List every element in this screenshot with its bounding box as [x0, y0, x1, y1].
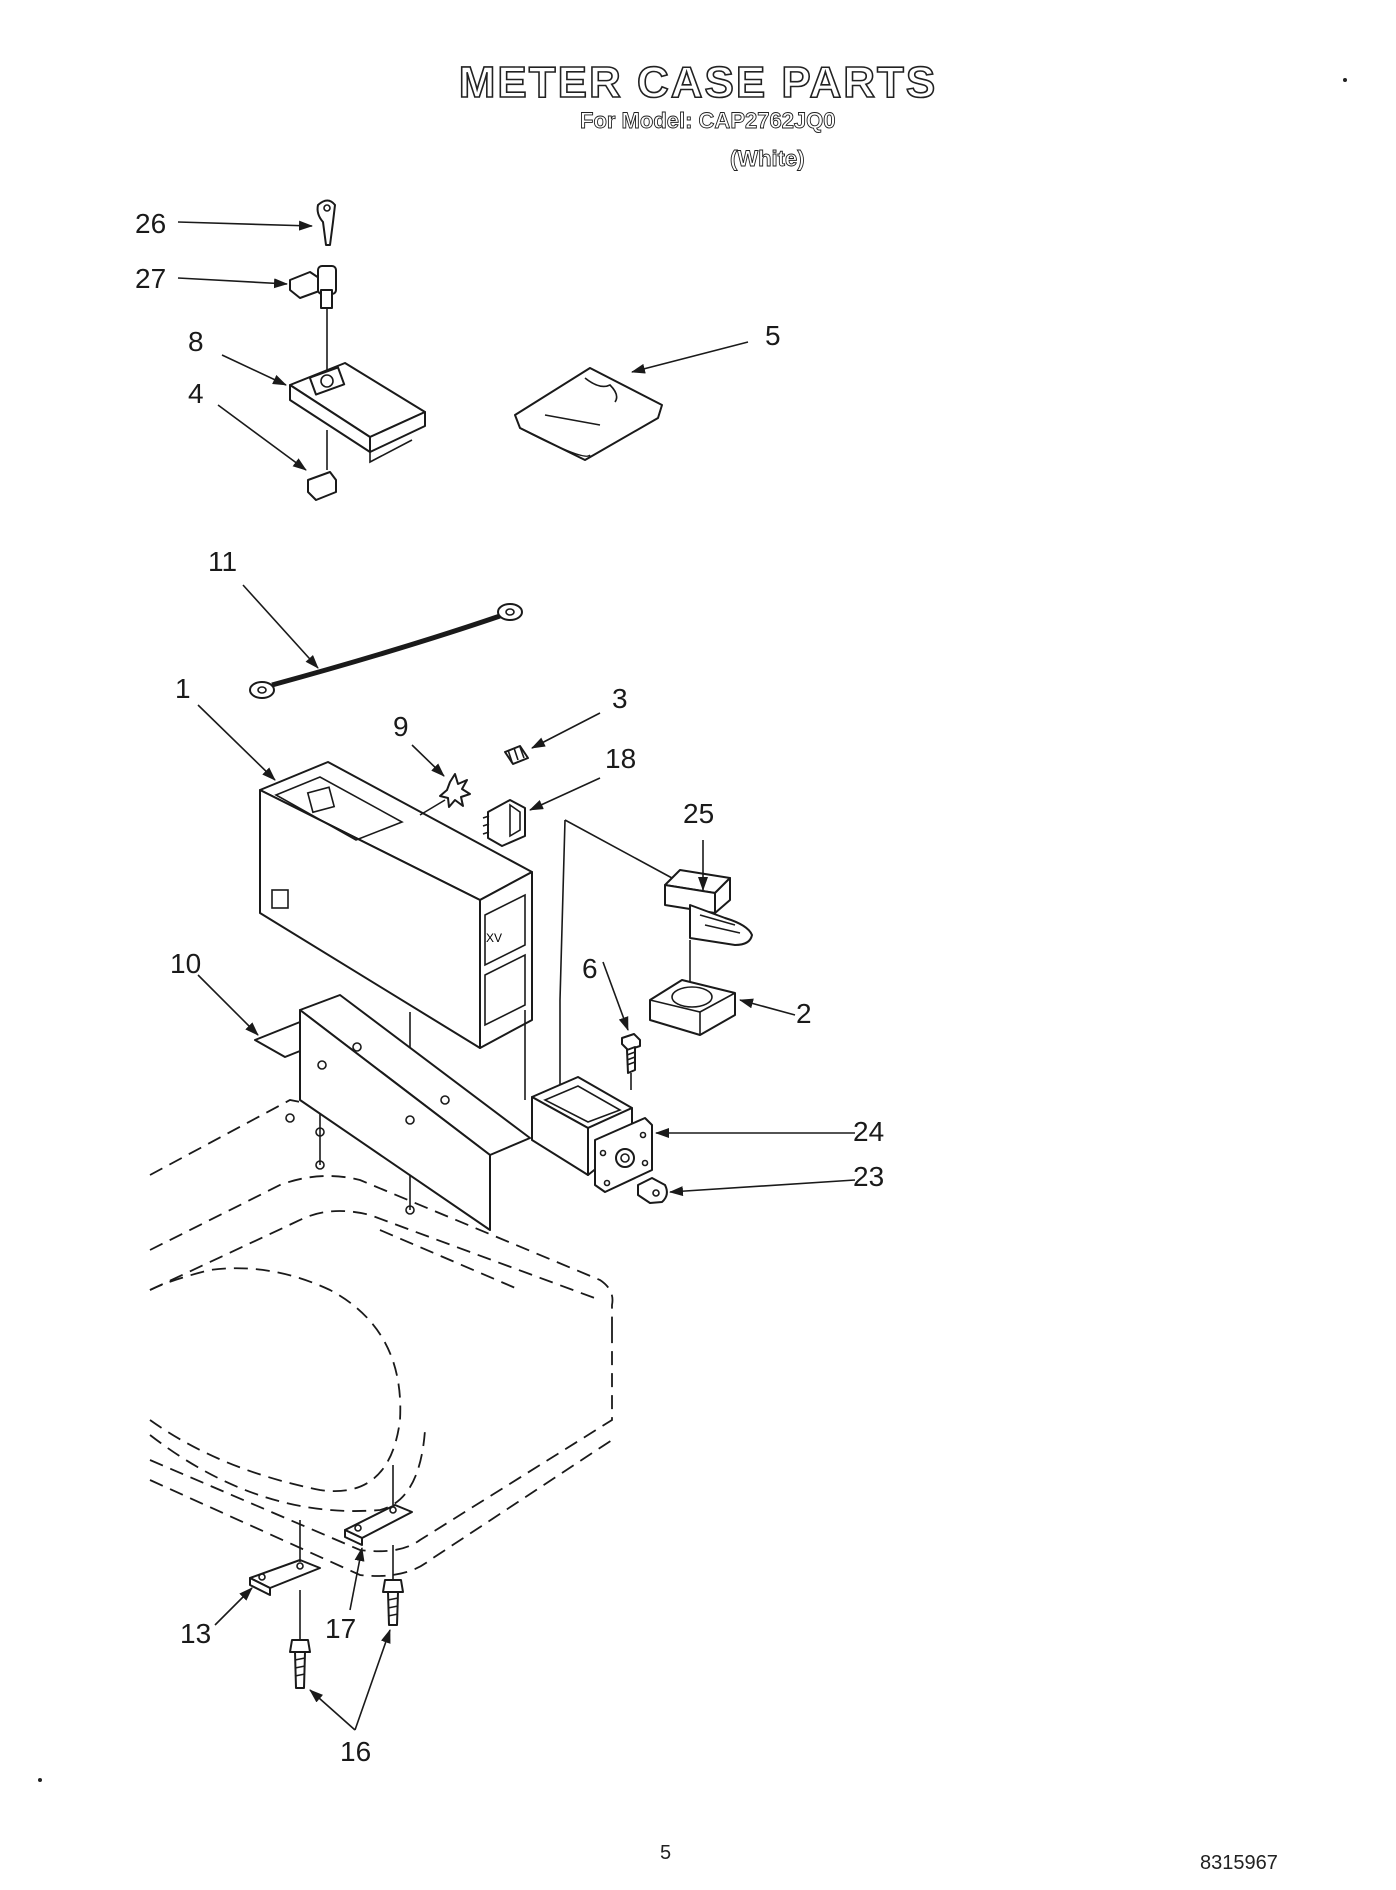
model-line: For Model: CAP2762JQ0 — [580, 108, 836, 134]
part-4-clip — [307, 471, 337, 501]
callout-24: 24 — [853, 1116, 885, 1147]
part-24-coin-box — [531, 1076, 653, 1193]
callout-4: 4 — [188, 378, 204, 409]
part-10-plate — [254, 994, 531, 1231]
callout-9: 9 — [393, 711, 409, 742]
callout-23: 23 — [853, 1161, 885, 1192]
part-6-screw — [621, 1033, 641, 1090]
document-number: 8315967 — [1200, 1852, 1278, 1874]
part-27-lock — [289, 265, 337, 372]
callout-18: 18 — [605, 743, 637, 774]
washer-top-panel — [149, 1099, 614, 1577]
part-23-key-tag — [637, 1177, 668, 1204]
part-3-screw — [504, 745, 529, 765]
part-17-bracket — [344, 1465, 413, 1546]
page-title: METER CASE PARTS — [458, 57, 938, 108]
callout-26: 26 — [135, 208, 167, 239]
part-13-bracket — [249, 1520, 321, 1596]
callout-25: 25 — [683, 798, 715, 829]
callout-10: 10 — [170, 948, 202, 979]
callout-1: 1 — [175, 673, 191, 704]
part-9-star-washer — [419, 773, 471, 816]
part-26-key — [316, 199, 336, 246]
callout-16: 16 — [340, 1736, 372, 1767]
part-18-switch — [482, 799, 673, 1100]
callout-17: 17 — [325, 1613, 357, 1644]
callout-3: 3 — [612, 683, 628, 714]
callout-13: 13 — [180, 1618, 212, 1649]
part-16-screws — [289, 1545, 404, 1689]
color-variant: (White) — [730, 146, 805, 172]
page-number: 5 — [660, 1842, 672, 1864]
callout-6: 6 — [582, 953, 598, 984]
part-2-coin-cup — [649, 979, 736, 1036]
part-8-bracket — [289, 362, 426, 470]
part-11-ground-wire — [249, 603, 523, 699]
callout-5: 5 — [765, 320, 781, 351]
part-1-meter-case: XV — [259, 761, 533, 1210]
part-5-cover — [514, 367, 663, 461]
svg-text:XV: XV — [486, 931, 502, 945]
part-25-coin-bracket — [664, 869, 753, 985]
callout-8: 8 — [188, 326, 204, 357]
callout-27: 27 — [135, 263, 167, 294]
callout-2: 2 — [796, 998, 812, 1029]
callout-leaders — [177, 220, 856, 1731]
callout-11: 11 — [208, 546, 238, 577]
